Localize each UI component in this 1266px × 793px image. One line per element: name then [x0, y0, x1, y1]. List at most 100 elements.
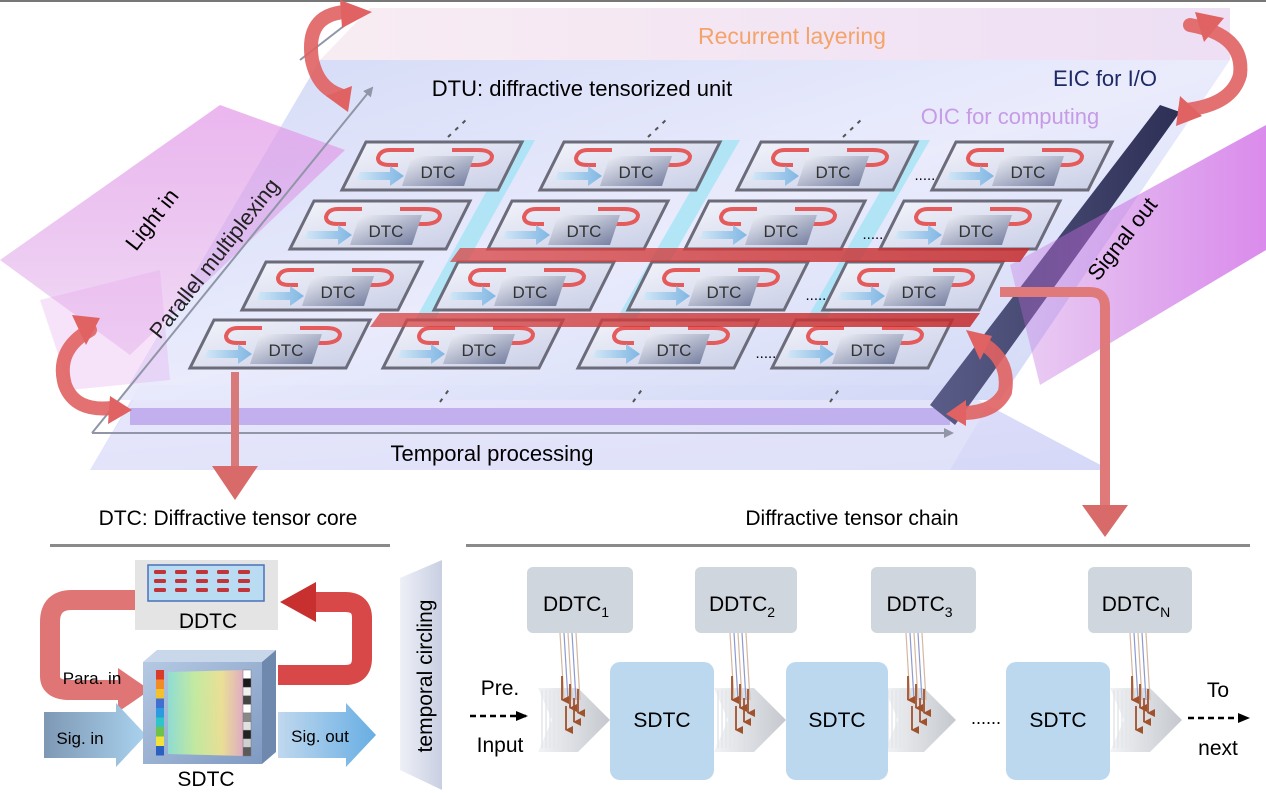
chain-ray [729, 632, 735, 701]
ddtc-modulator-cell [154, 579, 166, 583]
ddtc-label: DDTC [179, 610, 237, 633]
chain-ray [1145, 632, 1151, 701]
chain-rule [466, 544, 1250, 547]
red-track-lower [370, 313, 980, 327]
dtc-cell-loop-right [882, 326, 925, 345]
chain-ddtc-box [695, 567, 797, 633]
chain-ray [1133, 632, 1139, 701]
chain-ray [921, 632, 927, 701]
dtc-cell-label: DTC [707, 283, 742, 302]
feedback-arrow-head [280, 582, 316, 622]
chain-down-arrow [1082, 505, 1128, 537]
dtc-cell-loop [718, 207, 757, 226]
ddtc-modulator-cell [196, 588, 208, 592]
dtc-cell-arrow [894, 225, 942, 245]
ddtc-modulator-cell [196, 579, 208, 583]
ddtc-modulator-cell [154, 588, 166, 592]
to-label: To [1207, 679, 1229, 702]
dtc-cell-core [940, 215, 1012, 245]
sdtc-input-pixel [156, 727, 164, 737]
chain-ddtc-box [527, 567, 633, 633]
dtc-cell-loop-right [795, 207, 838, 226]
dtc-cell-label: DTC [1011, 163, 1046, 182]
dtc-cell-label: DTC [657, 341, 692, 360]
chain-sdtc-box [610, 662, 714, 780]
dtc-cell-loop-right [1042, 148, 1085, 167]
dtc-cell-loop-right [847, 148, 890, 167]
dtc-cell-loop [416, 326, 455, 345]
next-label: next [1198, 737, 1238, 760]
dtc-cell-core [402, 156, 474, 186]
column-guides [439, 117, 864, 403]
dtc-cell: DTC [929, 140, 1115, 192]
dtc-cell-core [600, 156, 672, 186]
chain-ddtc-box [1088, 567, 1192, 633]
eic-label: EIC for I/O [1053, 66, 1157, 91]
dtc-cell-label: DTC [321, 283, 356, 302]
chain-sdtc-box [786, 662, 888, 780]
dtc-cell-arrow [502, 225, 550, 245]
sdtc-cube-top [143, 650, 276, 662]
dtc-cell: DTC [380, 318, 566, 370]
dtc-cell-arrow [699, 225, 747, 245]
temporal-circling-label: temporal circling [414, 600, 437, 753]
chain-ddtc-box [871, 567, 976, 633]
ddtc-modulator-cell [217, 579, 229, 583]
dtc-cell-loop [275, 268, 314, 287]
dtc-down-arrow [212, 466, 258, 500]
chain-ddtc-label: DDTC1 [543, 593, 609, 620]
sdtc-output-pixel [242, 712, 252, 722]
dtc-cell-loop-right [688, 326, 731, 345]
sdtc-output-pixel [242, 747, 252, 757]
sdtc-output-pixel [242, 704, 252, 714]
chain-ray [559, 632, 565, 701]
recurrent-head-2 [340, 0, 372, 28]
dtc-cell-core [494, 276, 566, 306]
input-label: Input [477, 734, 524, 757]
chain-ray [909, 632, 915, 701]
dtc-cell-label: DTC [421, 163, 456, 182]
chain-ray [571, 632, 577, 701]
chain-ddtc-label: DDTC2 [709, 593, 775, 620]
dtc-cell-loop-right [400, 207, 443, 226]
recurrent-head-4 [1176, 96, 1202, 126]
dtc-cell-arrow [356, 166, 404, 186]
axis-parallel [91, 86, 374, 434]
dtc-cell-loop [805, 326, 844, 345]
sdtc-input-pixel [156, 670, 164, 680]
sig-out-label: Sig. out [291, 727, 349, 746]
recurrent-head-5 [72, 315, 100, 345]
dtc-cell-label: DTC [816, 163, 851, 182]
dtc-cell-core [745, 215, 817, 245]
sdtc-input-pixel [156, 679, 164, 689]
feedback-loop [278, 592, 372, 685]
dtc-cell-loop [323, 207, 362, 226]
dtc-cell-arrow [592, 344, 640, 364]
light-in-beam [0, 105, 345, 355]
sdtc-input-pixel [156, 746, 164, 756]
dtc-cell: DTC [734, 140, 920, 192]
recurrent-layering-label: Recurrent layering [698, 23, 886, 49]
top-rule [0, 0, 1266, 2]
dtc-cell: DTC [682, 199, 868, 251]
dtc-cell: DTC [239, 260, 425, 312]
dtc-cell-label: DTC [462, 341, 497, 360]
chain-ray [1137, 632, 1143, 701]
dtc-cell-loop-right [300, 326, 343, 345]
base-plate [90, 385, 1110, 470]
eic-plate [320, 8, 1230, 60]
para-in-loop [40, 590, 136, 700]
dtc-cell-label: DTC [959, 222, 994, 241]
dtc-cell-core [638, 334, 710, 364]
dtc-cell-core [797, 156, 869, 186]
ddtc-modulator-cell [175, 579, 187, 583]
dtc-cell-loop [223, 326, 262, 345]
dtc-cell-core [832, 334, 904, 364]
dtc-cell-arrow [256, 286, 304, 306]
sdtc-spectrum [168, 670, 245, 756]
dtc-cell-core [883, 276, 955, 306]
sdtc-output-pixel [242, 686, 252, 697]
para-in-arrow-head [118, 668, 150, 712]
dtc-cell-arrow [946, 166, 994, 186]
